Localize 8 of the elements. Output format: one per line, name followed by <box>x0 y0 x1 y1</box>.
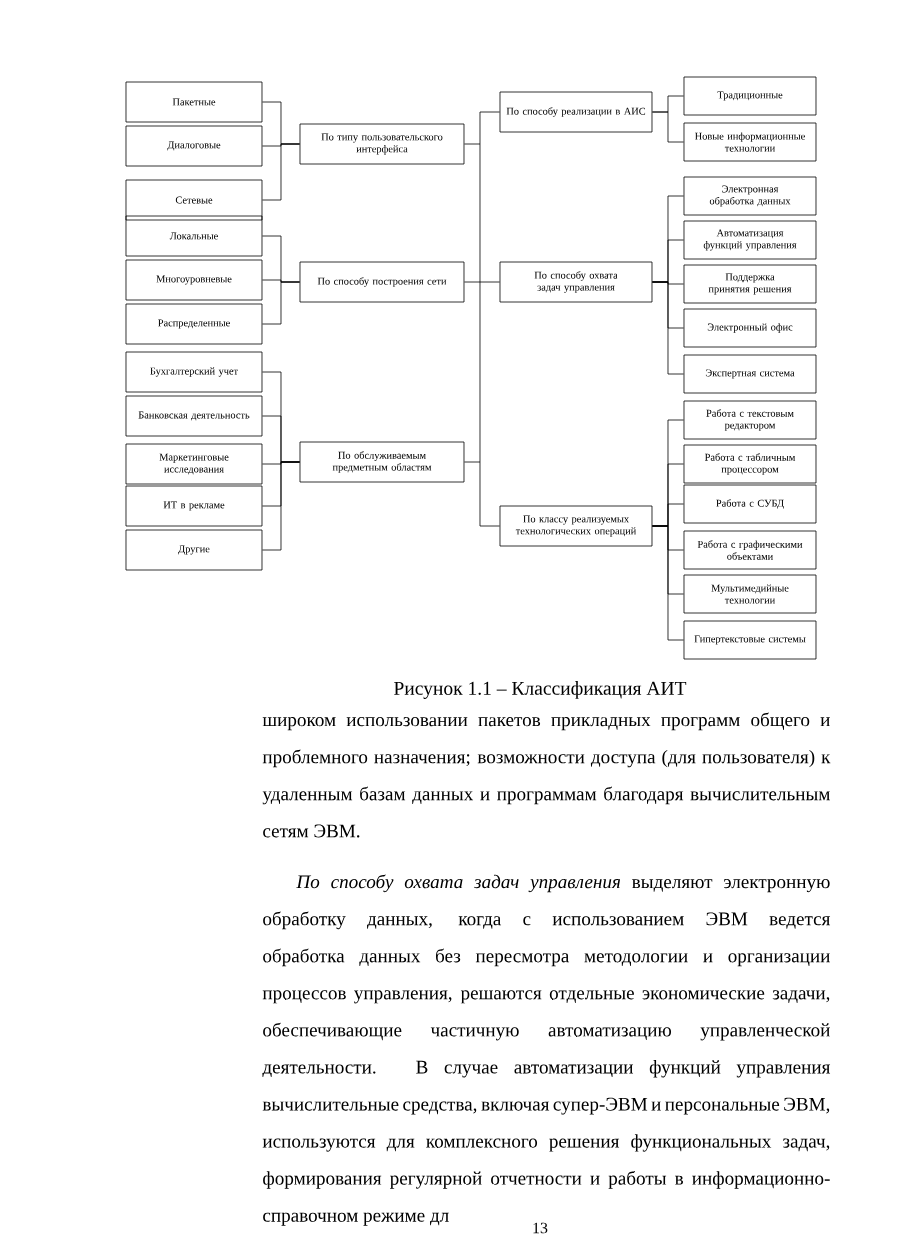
connector-line <box>652 525 684 641</box>
connector-line <box>262 461 300 551</box>
body-paragraph: широком использовании пакетов прикладных программ общего и проблемного назначения; возможности доступа (для пользователя) к удаленным базам данных и программам благодаря вычислительным сетям ЭВМ. <box>262 712 831 838</box>
connector-line <box>652 281 684 375</box>
figure-caption: Рисунок 1.1 – Классификация АИТ <box>394 681 687 699</box>
connector-line <box>262 143 300 201</box>
connector-line <box>652 111 684 143</box>
connector-line <box>262 281 300 325</box>
